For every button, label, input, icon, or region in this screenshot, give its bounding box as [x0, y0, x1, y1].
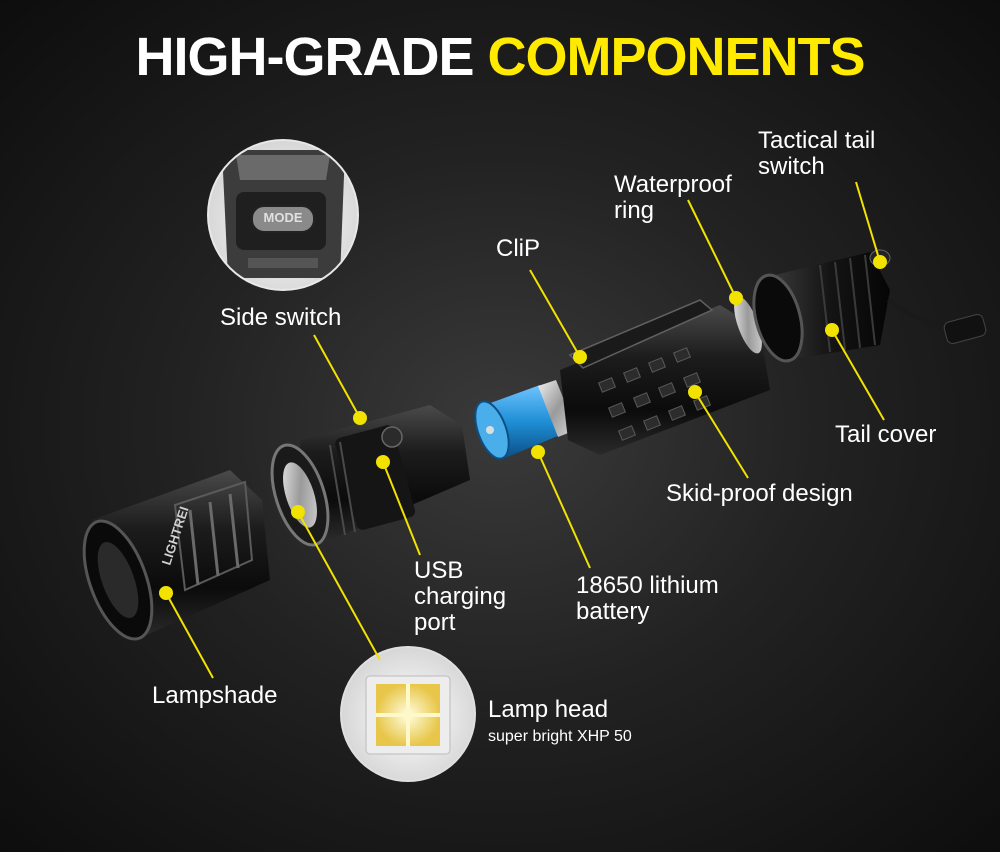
lampshade-part	[82, 470, 270, 641]
head-section-part	[270, 405, 470, 547]
label-tactical-tail-switch: Tactical tail switch	[758, 127, 876, 180]
headline: HIGH-GRADE COMPONENTS	[0, 26, 1000, 88]
lamp-head-led-closeup	[340, 646, 476, 782]
headline-white-text: HIGH-GRADE	[135, 27, 474, 87]
label-lamp-head-subtitle: super bright XHP 50	[488, 728, 632, 745]
label-tail-cover: Tail cover	[835, 421, 937, 448]
callout-lines	[159, 181, 887, 679]
label-clip: CliP	[496, 235, 541, 262]
headline-yellow-text: COMPONENTS	[487, 27, 865, 87]
mode-button-text: MODE	[264, 210, 303, 225]
label-waterproof-ring: Waterproof ring	[614, 171, 732, 224]
label-lamp-head: Lamp head	[488, 696, 609, 723]
battery-part	[474, 380, 576, 460]
side-switch-closeup	[207, 139, 359, 291]
label-skid-proof-design: Skid-proof design	[666, 480, 853, 507]
tail-cover-part	[752, 249, 891, 363]
label-side-switch: Side switch	[220, 304, 342, 331]
label-usb-charging-port: USB charging port	[414, 557, 507, 636]
label-battery: 18650 lithium battery	[576, 572, 719, 625]
body-tube-part	[560, 296, 770, 455]
label-lampshade: Lampshade	[152, 682, 278, 709]
